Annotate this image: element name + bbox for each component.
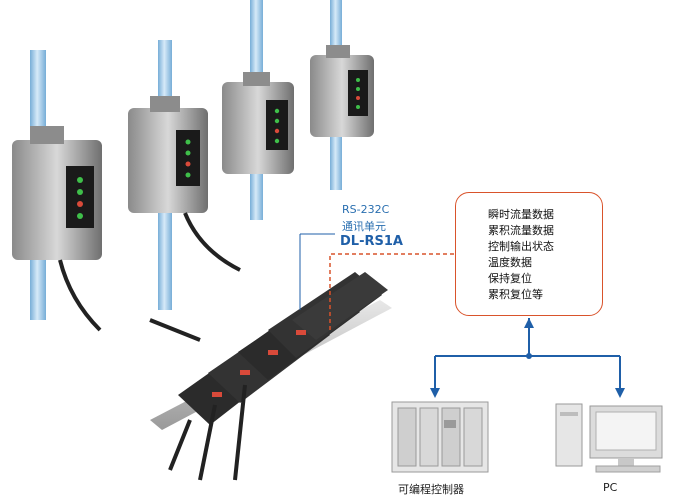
flow-sensor-2 [128, 40, 241, 310]
data-item: 瞬时流量数据 [488, 208, 554, 221]
display-panel [266, 100, 288, 150]
comm-unit-body [292, 272, 388, 340]
data-item: 累积流量数据 [488, 224, 554, 237]
amplifier-units [149, 272, 392, 481]
plc-icon [391, 401, 489, 473]
data-item: 保持复位 [488, 272, 532, 285]
flow-sensor-1 [12, 50, 102, 332]
data-items-list: 瞬时流量数据 累积流量数据 控制输出状态 温度数据 保持复位 累积复位等 [488, 207, 554, 303]
data-item: 温度数据 [488, 256, 532, 269]
data-item: 累积复位等 [488, 288, 543, 301]
data-item: 控制输出状态 [488, 240, 554, 253]
display-panel [348, 70, 368, 116]
comm-unit-interface-label: RS-232C [342, 203, 390, 216]
comm-unit-type-label: 通讯单元 [342, 220, 386, 233]
display-panel [176, 130, 200, 186]
comm-unit-model-label: DL-RS1A [340, 234, 403, 249]
data-items-callout: 瞬时流量数据 累积流量数据 控制输出状态 温度数据 保持复位 累积复位等 [455, 192, 603, 316]
connection-lines [430, 318, 625, 398]
flow-sensor-3 [222, 0, 294, 220]
plc-caption: 可编程控制器 [398, 483, 464, 496]
flow-sensor-4 [310, 0, 374, 190]
pc-icon [555, 403, 663, 473]
pc-caption: PC [603, 481, 618, 494]
